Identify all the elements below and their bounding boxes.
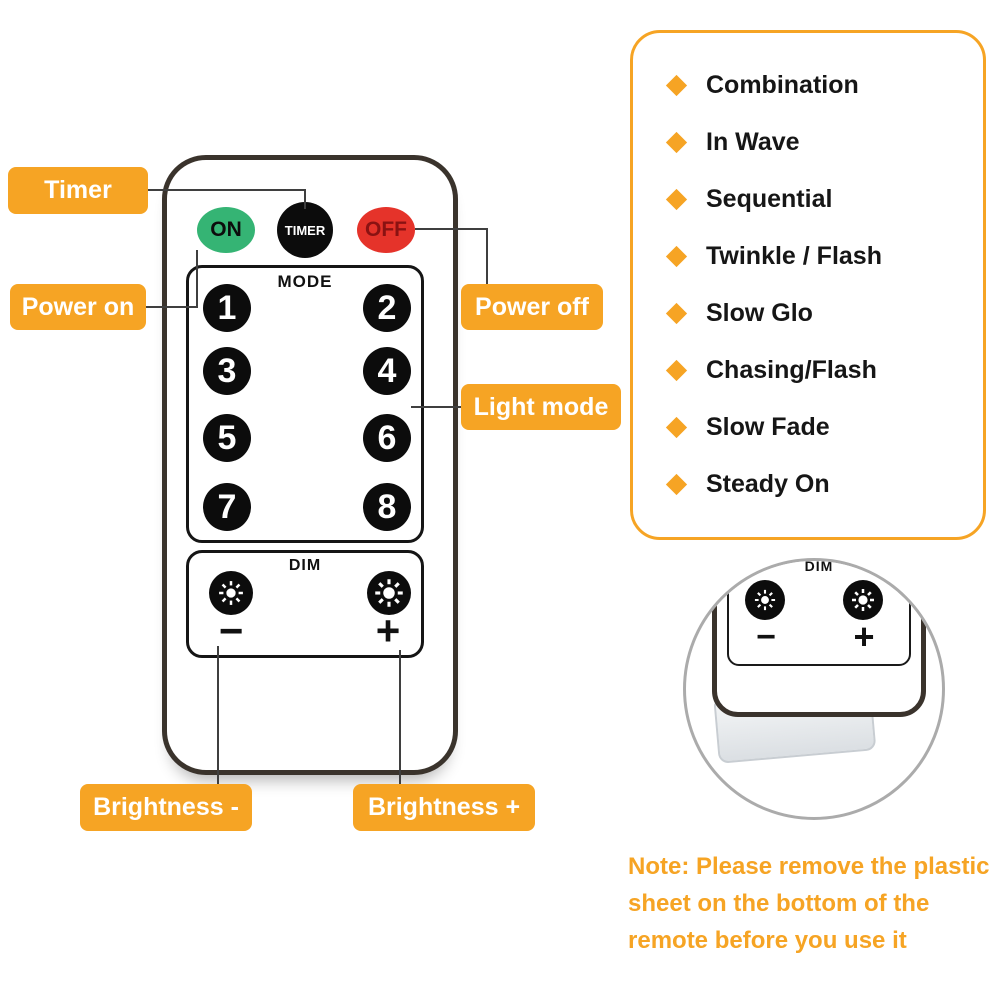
diamond-bullet-icon [665,74,688,97]
mode-list: Combination In Wave Sequential Twinkle /… [633,33,983,513]
list-item: In Wave [665,114,983,171]
callout-power-off: Power off [461,284,603,330]
diamond-bullet-icon [665,473,688,496]
connector-light-mode-h [411,406,461,408]
connector-power-on-h [146,306,198,308]
sun-icon [219,581,243,605]
key-8-label: 8 [377,487,397,526]
timer-label: TIMER [284,222,326,238]
callout-brightness-plus: Brightness + [353,784,535,831]
dim-decrease-button [209,571,253,615]
dim-increase-button [367,571,411,615]
zoom-dim-increase-button [843,580,883,620]
mode-key-6: 6 [363,414,411,462]
diamond-bullet-icon [665,302,688,325]
key-1-label: 1 [217,288,237,327]
list-item: Chasing/Flash [665,342,983,399]
key-3-label: 3 [217,351,237,390]
power-off-button: OFF [357,207,415,253]
remote-bottom-fragment: DIM [712,558,926,717]
connector-power-on-v [196,250,198,308]
mode-name: Steady On [706,470,830,498]
mode-key-7: 7 [203,483,251,531]
mode-key-4: 4 [363,347,411,395]
connector-timer-h [148,189,306,191]
connector-timer-v [304,189,306,209]
mode-name: In Wave [706,128,800,156]
key-2-label: 2 [377,288,397,327]
list-item: Twinkle / Flash [665,228,983,285]
diamond-bullet-icon [665,245,688,268]
mode-name: Sequential [706,185,833,213]
modes-panel: Combination In Wave Sequential Twinkle /… [630,30,986,540]
plus-sign: + [375,607,401,654]
zoom-view: DIM [683,558,945,820]
mode-key-1: 1 [203,284,251,332]
minus-sign: − [218,607,244,654]
note-text: Note: Please remove the plastic sheet on… [628,853,990,954]
power-on-label: ON [210,218,242,241]
mode-name: Slow Fade [706,413,830,441]
key-6-label: 6 [377,418,397,457]
remote-control: ON TIMER OFF MODE 1 2 3 4 5 6 7 8 DIM [162,155,458,775]
mode-section: MODE 1 2 3 4 5 6 7 8 [186,265,424,543]
mode-key-2: 2 [363,284,411,332]
diamond-bullet-icon [665,359,688,382]
callout-brightness-minus: Brightness - [80,784,252,831]
callout-timer: Timer [8,167,148,214]
mode-key-5: 5 [203,414,251,462]
dim-section-outline [727,561,911,666]
diamond-bullet-icon [665,188,688,211]
list-item: Steady On [665,456,983,513]
dim-section: DIM [186,550,424,658]
list-item: Slow Glo [665,285,983,342]
callout-power-on: Power on [10,284,146,330]
mode-name: Combination [706,71,859,99]
zoom-minus-sign: − [756,617,776,656]
zoom-dim-decrease-button [745,580,785,620]
mode-key-8: 8 [363,483,411,531]
mode-name: Slow Glo [706,299,813,327]
mode-section-label: MODE [277,272,333,291]
power-off-label: OFF [365,218,407,241]
list-item: Sequential [665,171,983,228]
zoom-plus-sign: + [853,616,875,657]
diamond-bullet-icon [665,131,688,154]
list-item: Combination [665,57,983,114]
diamond-bullet-icon [665,416,688,439]
sun-icon [754,589,776,611]
key-7-label: 7 [217,487,237,526]
key-5-label: 5 [217,418,237,457]
sun-icon [375,579,403,607]
dim-section-label: DIM [288,557,322,574]
connector-brightness-minus-v [217,646,219,786]
sun-icon [852,589,874,611]
connector-power-off-h [415,228,488,230]
connector-power-off-v [486,228,488,286]
connector-brightness-plus-v [399,650,401,786]
zoom-dim-label: DIM [804,558,834,574]
mode-key-3: 3 [203,347,251,395]
list-item: Slow Fade [665,399,983,456]
key-4-label: 4 [377,351,397,390]
power-on-button: ON [197,207,255,253]
callout-light-mode: Light mode [461,384,621,430]
mode-name: Chasing/Flash [706,356,877,384]
mode-name: Twinkle / Flash [706,242,882,270]
timer-button: TIMER [277,202,333,258]
